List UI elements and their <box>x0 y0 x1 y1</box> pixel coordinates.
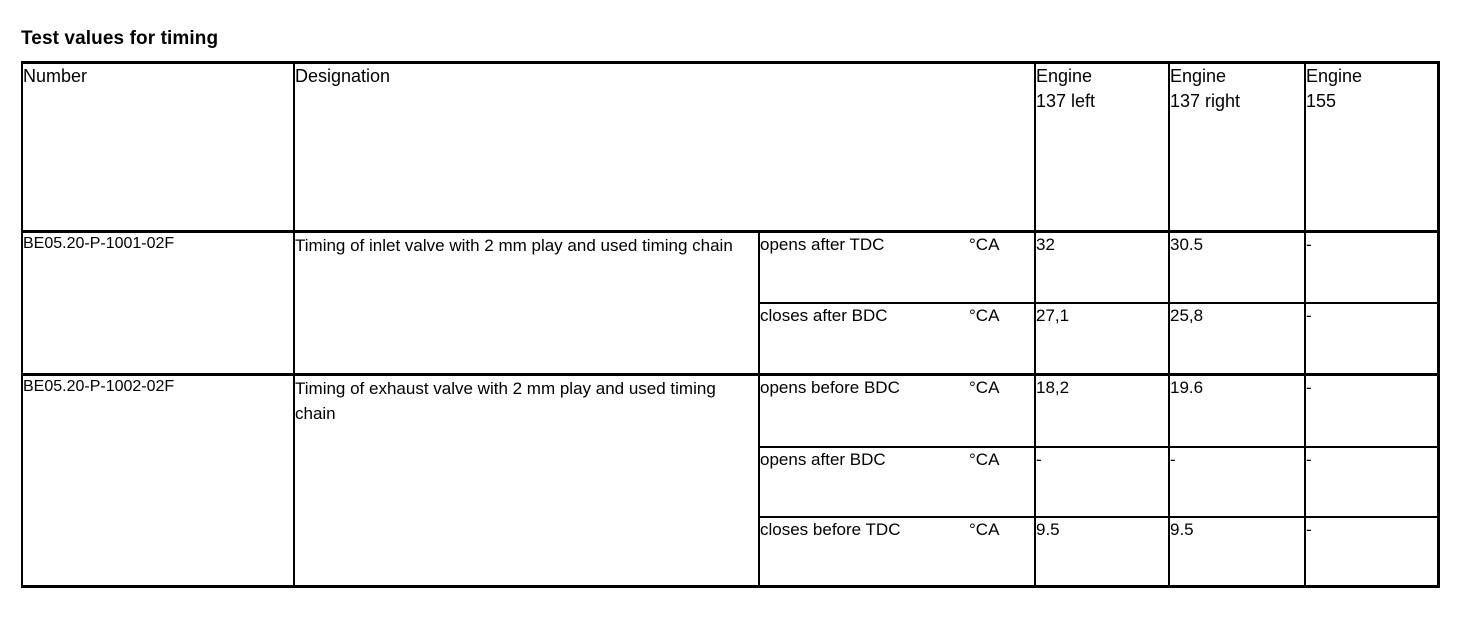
cell-engine-137-right: 9.5 <box>1168 516 1305 585</box>
cell-condition: opens after BDC <box>758 445 969 518</box>
table-row: BE05.20-P-1002-02F Timing of exhaust val… <box>23 373 1439 585</box>
table: Number Designation Engine 137 left Engin… <box>23 64 1439 585</box>
table-row: BE05.20-P-1001-02F Timing of inlet valve… <box>23 229 1439 375</box>
cell-number: BE05.20-P-1002-02F <box>23 373 294 585</box>
cell-unit: °CA <box>969 301 1035 375</box>
cell-engine-137-left: - <box>1034 445 1169 518</box>
cell-unit: °CA <box>969 229 1035 303</box>
engine-137-left-line2: 137 left <box>1036 91 1096 111</box>
table-row: closes after BDC °CA 27,1 25,8 - <box>23 301 1439 375</box>
cell-engine-155: - <box>1304 445 1439 518</box>
cell-engine-155: - <box>1304 516 1439 585</box>
column-header-unit-spacer <box>969 64 1035 233</box>
engine-137-right-line2: 137 right <box>1170 91 1241 111</box>
table-row: opens after BDC °CA - - - <box>23 445 1439 518</box>
cell-number: BE05.20-P-1001-02F <box>23 229 294 375</box>
cell-engine-155: - <box>1304 229 1439 303</box>
cell-engine-137-left: 27,1 <box>1034 301 1169 375</box>
cell-engine-137-left: 32 <box>1034 229 1169 303</box>
column-header-engine-137-right: Engine 137 right <box>1168 64 1305 233</box>
engine-155-line1: Engine <box>1306 66 1363 86</box>
page-title: Test values for timing <box>21 28 219 49</box>
table-header-row: Number Designation Engine 137 left Engin… <box>23 64 1439 233</box>
column-header-engine-155: Engine 155 <box>1304 64 1439 233</box>
cell-unit: °CA <box>969 373 1035 447</box>
engine-155-line2: 155 <box>1306 91 1337 111</box>
cell-engine-137-right: 30.5 <box>1168 229 1305 303</box>
cell-engine-137-left: 18,2 <box>1034 373 1169 447</box>
cell-condition: opens before BDC <box>758 373 969 447</box>
cell-unit: °CA <box>969 516 1035 585</box>
column-header-condition-spacer <box>759 64 969 233</box>
cell-engine-155: - <box>1304 301 1439 375</box>
cell-designation: Timing of inlet valve with 2 mm play and… <box>293 229 759 375</box>
engine-137-right-line1: Engine <box>1170 66 1227 86</box>
column-header-engine-137-left: Engine 137 left <box>1034 64 1169 233</box>
cell-condition: closes before TDC <box>758 516 969 585</box>
cell-designation: Timing of exhaust valve with 2 mm play a… <box>293 373 759 585</box>
cell-engine-155: - <box>1304 373 1439 447</box>
cell-engine-137-right: 25,8 <box>1168 301 1305 375</box>
cell-unit: °CA <box>969 445 1035 518</box>
timing-values-table: Number Designation Engine 137 left Engin… <box>21 61 1440 588</box>
cell-engine-137-left: 9.5 <box>1034 516 1169 585</box>
column-header-number: Number <box>23 64 294 233</box>
table-row: closes before TDC °CA 9.5 9.5 - <box>23 516 1439 585</box>
column-header-designation: Designation <box>293 64 759 233</box>
engine-137-left-line1: Engine <box>1036 66 1093 86</box>
cell-engine-137-right: - <box>1168 445 1305 518</box>
cell-engine-137-right: 19.6 <box>1168 373 1305 447</box>
cell-condition: closes after BDC <box>758 301 969 375</box>
cell-condition: opens after TDC <box>758 229 969 303</box>
